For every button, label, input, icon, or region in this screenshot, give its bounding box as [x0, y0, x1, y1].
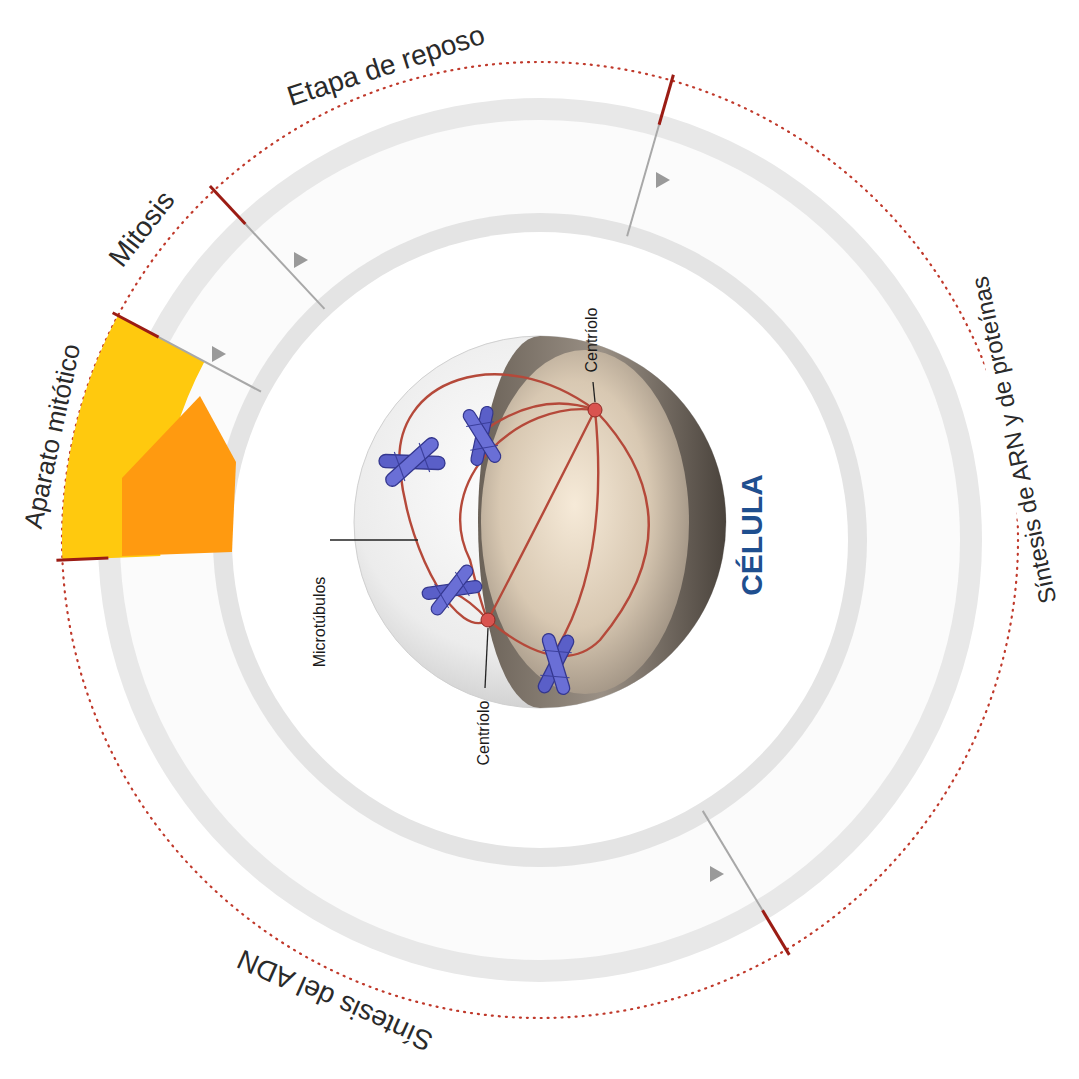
dotted-circle — [62, 62, 1018, 1018]
phase-divider — [159, 337, 261, 391]
ring-band — [120, 120, 960, 960]
direction-triangle — [656, 172, 670, 188]
inner-disc — [232, 232, 848, 848]
chromosome — [460, 403, 504, 468]
phase-divider-tip — [659, 75, 673, 125]
inner-ring — [213, 213, 867, 867]
cell-cut-face — [481, 350, 689, 694]
chromosome — [536, 631, 577, 697]
direction-triangle — [710, 866, 724, 882]
cell-cut-shell — [478, 336, 726, 708]
leader-lines — [330, 382, 595, 688]
part-label: Centríolo — [476, 701, 492, 766]
phase-divider — [627, 125, 659, 237]
phase-divider-tip — [56, 558, 108, 560]
cell-title: CÉLULA — [737, 474, 767, 596]
mitotic-apparatus-marker — [122, 396, 236, 556]
phase-divider-tip — [762, 910, 789, 955]
phase-divider — [245, 224, 324, 309]
chromosome — [375, 433, 450, 490]
phase-label: Etapa de reposo — [281, 19, 491, 113]
part-label: Microtúbulos — [312, 577, 328, 668]
direction-triangle — [212, 346, 226, 362]
cell-sphere — [354, 336, 726, 708]
phase-label: Mitosis — [102, 183, 183, 275]
chromosome — [418, 560, 487, 619]
phase-divider-tip — [210, 186, 245, 224]
centriole — [481, 613, 495, 627]
centriole — [588, 403, 602, 417]
phase-divider-tip — [113, 313, 159, 337]
part-label: Centríolo — [584, 308, 600, 373]
microtubules — [399, 374, 648, 656]
outer-ring — [98, 98, 982, 982]
phase-divider — [703, 811, 763, 910]
direction-triangle — [294, 252, 308, 268]
